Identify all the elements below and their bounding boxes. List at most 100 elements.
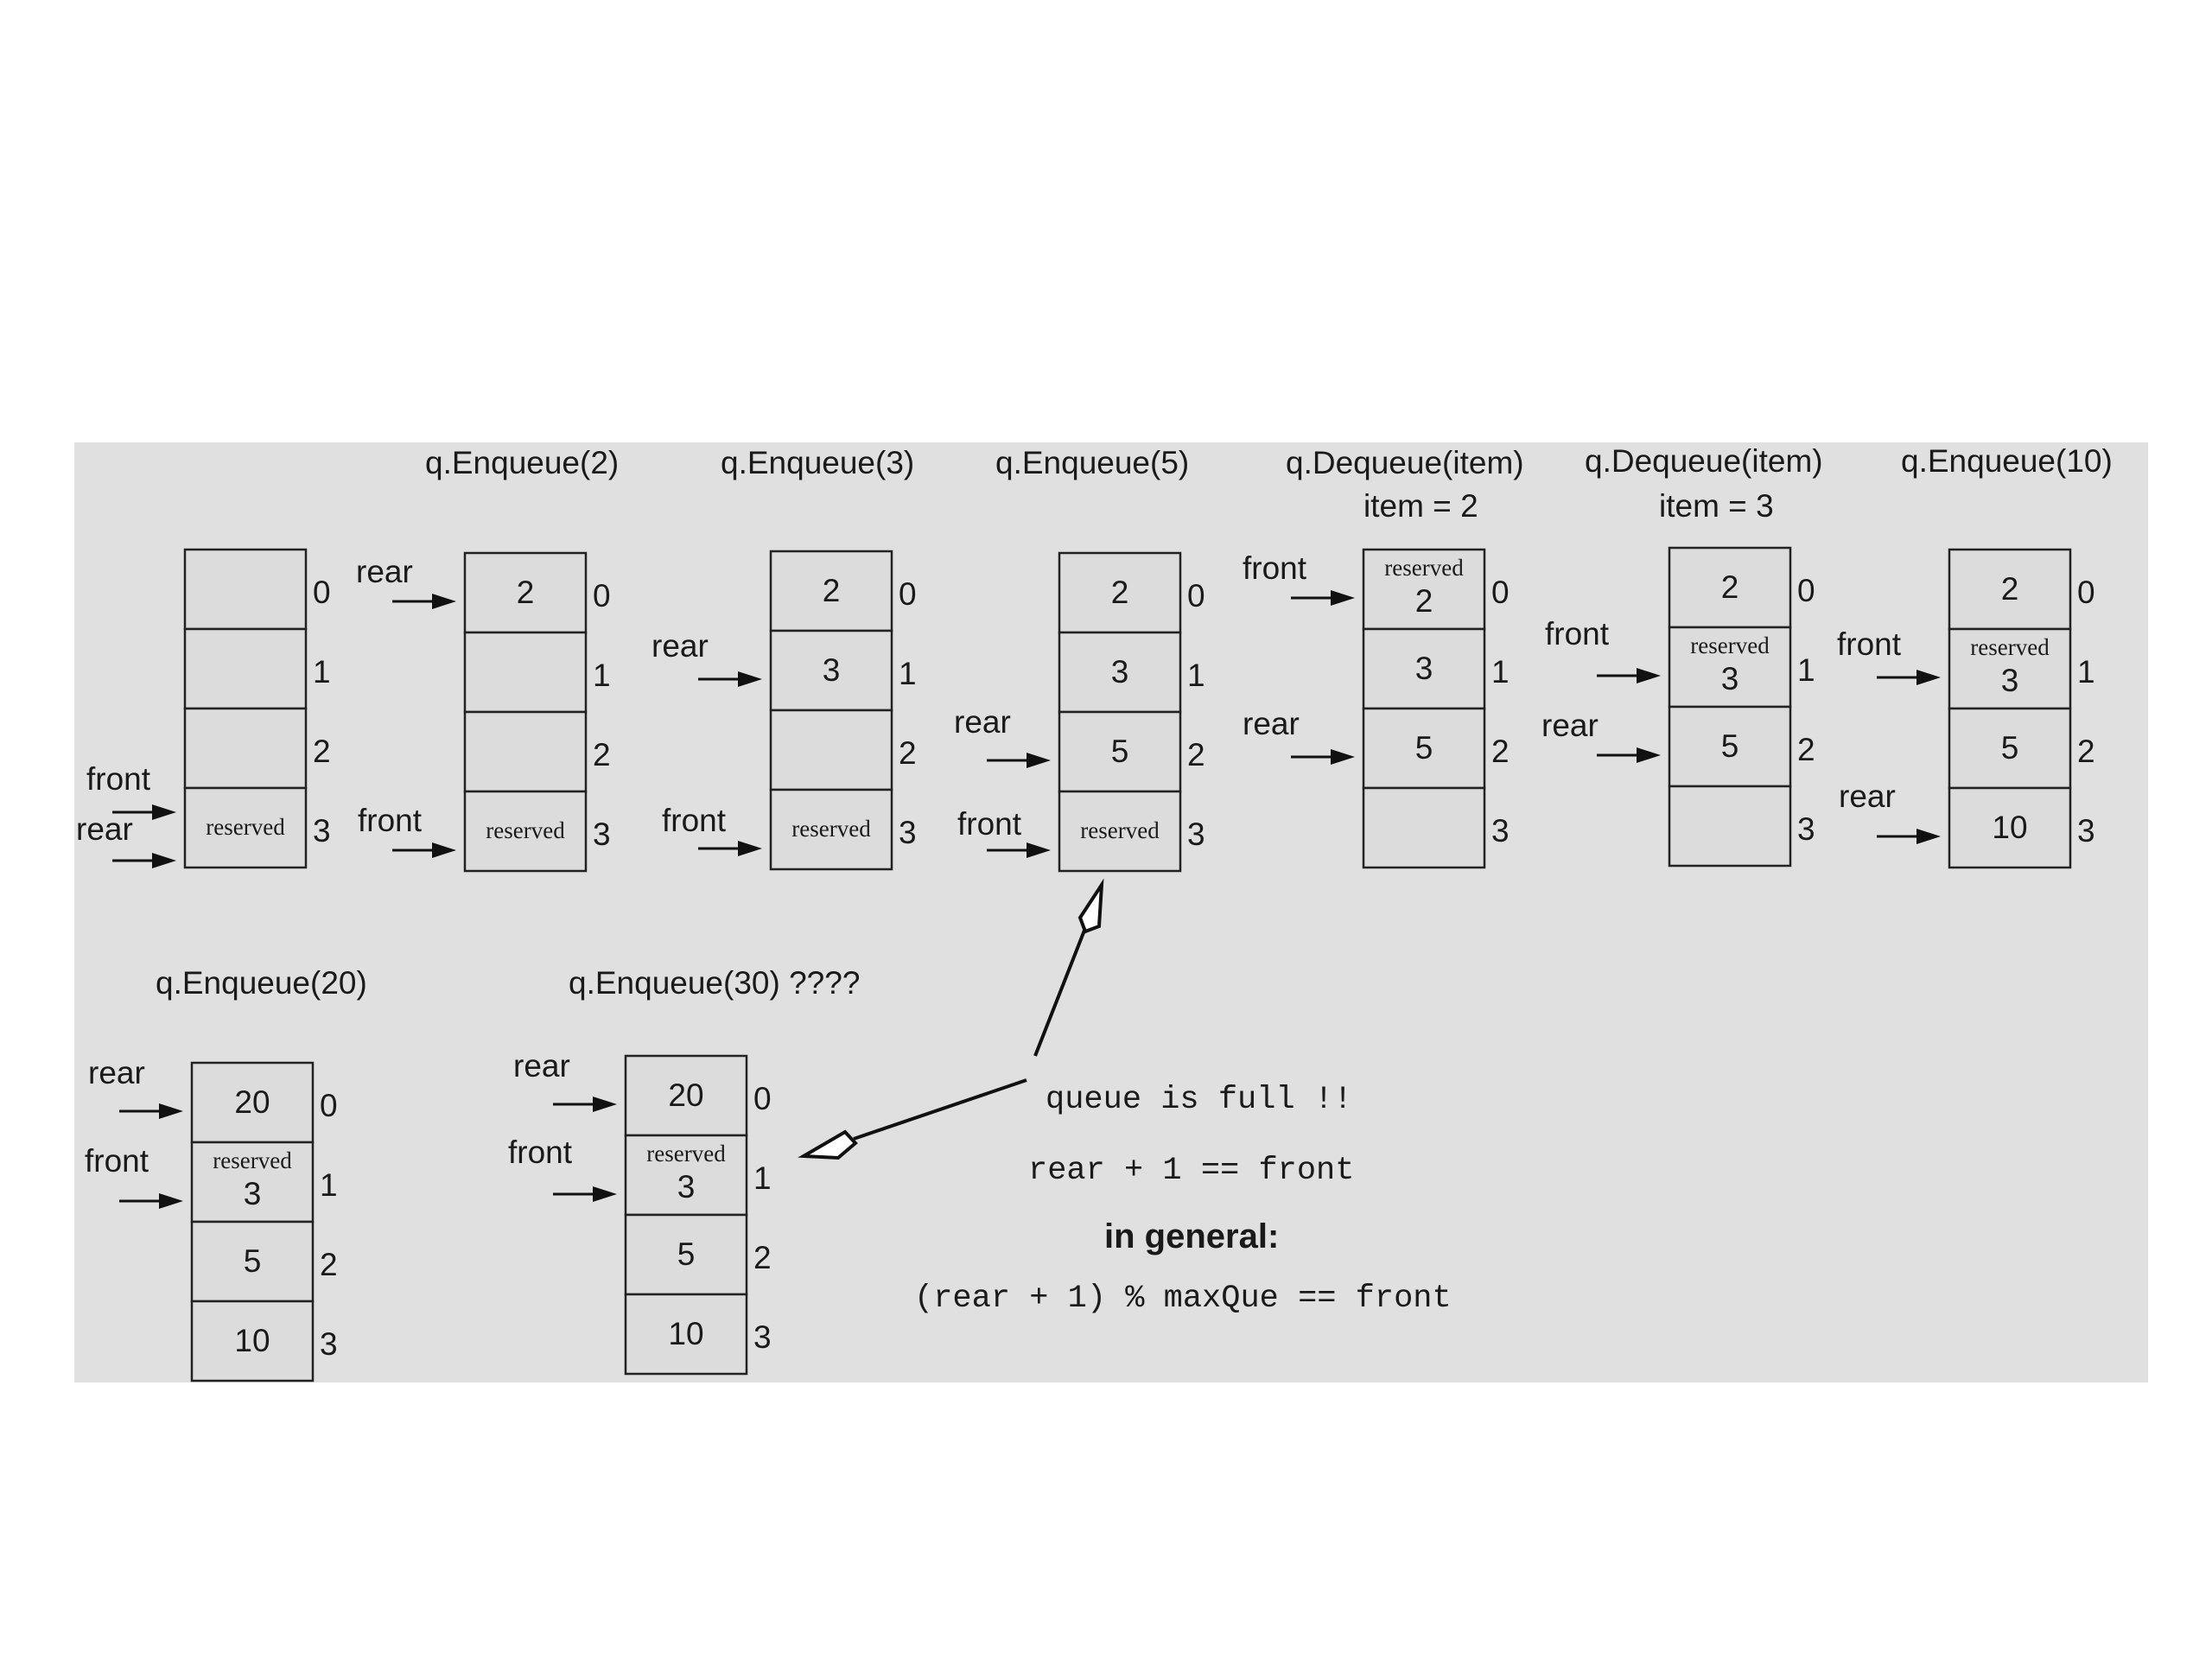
queue-cell — [1362, 707, 1486, 790]
queue-cell — [624, 1213, 748, 1296]
queue-title: q.Enqueue(10) — [1901, 443, 2113, 479]
cell-value: 5 — [244, 1243, 262, 1279]
rear-pointer-arrow-head — [593, 1096, 617, 1112]
reserved-label: reserved — [206, 814, 285, 840]
cell-index: 0 — [1187, 578, 1205, 613]
reserved-label: reserved — [1384, 555, 1464, 581]
front-pointer-label: front — [508, 1135, 573, 1170]
cell-value: 5 — [1721, 728, 1739, 764]
reserved-label: reserved — [486, 817, 565, 843]
callout-arrow-up-line — [1033, 918, 1090, 1057]
cell-index: 1 — [593, 658, 611, 693]
cell-value: 20 — [234, 1084, 270, 1120]
queue-cell — [1058, 710, 1182, 793]
cell-index: 2 — [1187, 737, 1205, 772]
queue-cell — [1058, 790, 1182, 873]
reserved-label: reserved — [1970, 634, 2050, 660]
cell-index: 1 — [313, 654, 331, 690]
queue-cell — [769, 788, 893, 871]
cell-index: 0 — [899, 576, 917, 612]
front-pointer-arrow-head — [593, 1186, 617, 1202]
queue-cell — [1058, 551, 1182, 634]
cell-index: 1 — [2077, 654, 2095, 690]
reserved-label: reserved — [1080, 817, 1160, 843]
queue-cell — [769, 709, 893, 791]
cell-index: 0 — [1797, 573, 1815, 608]
queue-title: q.Dequeue(item) — [1585, 443, 1823, 479]
queue-subtitle: item = 2 — [1363, 488, 1478, 524]
note-queue-full: queue is full !! — [1046, 1082, 1352, 1118]
front-pointer-arrow-head — [1637, 668, 1661, 683]
cell-index: 3 — [1491, 813, 1510, 849]
cell-index: 1 — [1797, 652, 1815, 688]
queue-cell — [190, 1300, 315, 1382]
rear-pointer-arrow-head — [432, 594, 456, 609]
note-full-condition: rear + 1 == front — [1028, 1153, 1354, 1189]
queue-cell — [190, 1061, 315, 1144]
cell-value: 3 — [1721, 661, 1739, 696]
cell-index: 3 — [899, 815, 917, 850]
front-pointer-label: front — [662, 803, 727, 838]
rear-pointer-arrow-head — [1916, 829, 1941, 844]
queue-cell — [463, 551, 588, 634]
rear-pointer-arrow-head — [1027, 753, 1051, 768]
cell-value: 3 — [2001, 663, 2019, 698]
callout-arrow-left-line — [853, 1078, 1027, 1141]
reserved-label: reserved — [646, 1141, 726, 1166]
queue-title: q.Enqueue(5) — [995, 445, 1189, 480]
cell-value: 2 — [1111, 575, 1129, 610]
queue-cell — [624, 1054, 748, 1137]
callout-arrow-up-head — [1077, 878, 1104, 934]
front-pointer-label: front — [1243, 550, 1307, 586]
cell-index: 2 — [899, 735, 917, 771]
cell-value: 2 — [2001, 571, 2019, 607]
cell-index: 2 — [1491, 734, 1510, 769]
cell-value: 5 — [1415, 730, 1433, 766]
callout-arrows — [798, 878, 1104, 1160]
cell-index: 2 — [313, 734, 331, 769]
cell-index: 2 — [593, 737, 611, 772]
cell-index: 3 — [593, 817, 611, 852]
cell-value: 3 — [677, 1169, 696, 1205]
queue-cell — [769, 629, 893, 712]
cell-index: 2 — [2077, 734, 2095, 769]
queue-cell — [463, 710, 588, 793]
cell-index: 0 — [313, 575, 331, 610]
reserved-label: reserved — [213, 1147, 292, 1173]
front-pointer-arrow-head — [1331, 590, 1355, 606]
front-pointer-arrow-head — [432, 842, 456, 858]
cell-value: 2 — [517, 575, 535, 610]
queue-cell — [1668, 626, 1792, 709]
queue-cell — [1948, 707, 2072, 790]
rear-pointer-arrow-head — [1331, 749, 1355, 765]
front-pointer-arrow-head — [152, 804, 176, 820]
reserved-label: reserved — [1690, 632, 1770, 658]
cell-index: 3 — [1187, 817, 1205, 852]
cell-value: 20 — [668, 1077, 703, 1113]
cell-value: 3 — [1415, 651, 1433, 686]
cell-index: 0 — [2077, 575, 2095, 610]
cell-value: 3 — [244, 1176, 262, 1211]
reserved-label: reserved — [791, 816, 871, 842]
cell-index: 3 — [313, 813, 331, 849]
rear-pointer-arrow-head — [738, 671, 762, 687]
queue-cell — [1058, 631, 1182, 714]
rear-pointer-label: rear — [88, 1055, 145, 1090]
queue-cell — [183, 786, 308, 869]
queue-cell — [1668, 785, 1792, 868]
rear-pointer-arrow-head — [1637, 747, 1661, 763]
cell-value: 10 — [1992, 810, 2027, 845]
queue-cell — [190, 1220, 315, 1303]
queue-subtitle: item = 3 — [1659, 488, 1774, 524]
cell-index: 0 — [593, 578, 611, 613]
queue-cell — [183, 548, 308, 631]
cell-index: 1 — [753, 1160, 772, 1196]
cell-value: 10 — [234, 1323, 270, 1358]
